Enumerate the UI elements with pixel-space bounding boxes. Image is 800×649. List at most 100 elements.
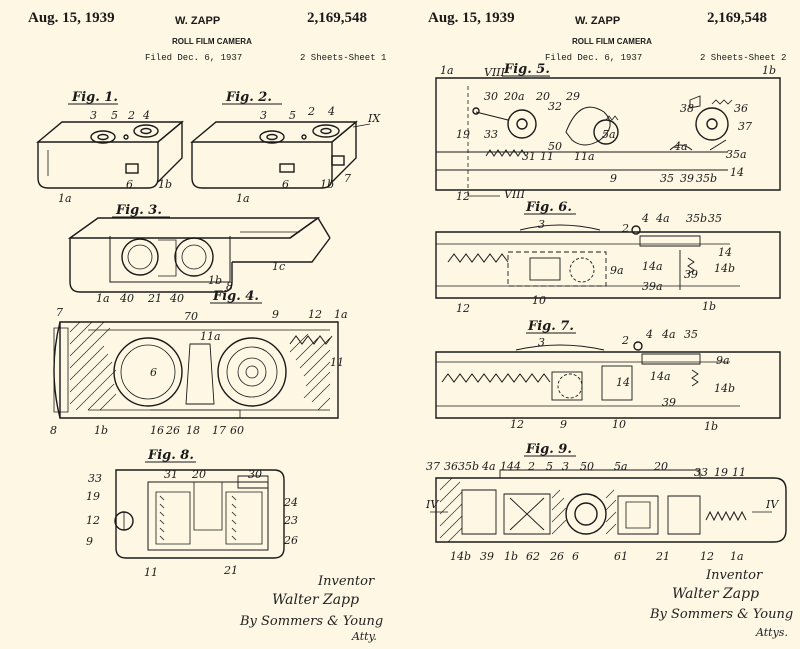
ref-label: 2	[307, 105, 315, 118]
inventor-signature: Walter Zapp	[272, 592, 360, 608]
ref-label: 33	[694, 466, 708, 479]
ref-label: 18	[186, 424, 200, 437]
ref-label: 39a	[642, 280, 663, 293]
ref-label: 11	[540, 150, 554, 163]
ref-label: 31	[522, 150, 536, 163]
ref-label: 9a	[716, 354, 730, 367]
ref-label: 19	[714, 466, 728, 479]
ref-label: 35	[684, 328, 698, 341]
patent-number: 2,169,548	[307, 10, 367, 26]
ref-label: 7	[344, 172, 351, 185]
ref-label: IV	[425, 498, 439, 511]
ref-label: 6	[126, 178, 133, 191]
fig-6-label: Fig. 6.	[525, 200, 572, 215]
ref-label: 9	[560, 418, 567, 431]
ref-label: 36	[734, 102, 748, 115]
ref-label: 6	[572, 550, 579, 563]
ref-label: 4a	[673, 140, 688, 153]
ref-label: 14a	[642, 260, 663, 273]
patent-sheet-1: Aug. 15, 1939 W. ZAPP 2,169,548 ROLL FIL…	[28, 10, 387, 643]
fig-7-label: Fig. 7.	[527, 319, 574, 334]
ref-label: 26	[165, 424, 180, 437]
ref-label: 1a	[236, 192, 250, 205]
ref-label: 39	[684, 268, 698, 281]
ref-label: 5	[546, 460, 553, 473]
ref-label: 50	[580, 460, 594, 473]
fig-3-label: Fig. 3.	[115, 203, 162, 218]
attorney-suffix: Atty.	[352, 630, 377, 643]
ref-label: 3	[538, 218, 545, 231]
ref-label: 3	[260, 109, 267, 122]
ref-label: 5a	[602, 128, 616, 141]
ref-label: 6	[282, 178, 289, 191]
patent-title: ROLL FILM CAMERA	[172, 37, 252, 46]
ref-label: 39	[680, 172, 694, 185]
ref-label: 35	[708, 212, 722, 225]
ref-label: 1a	[58, 192, 72, 205]
ref-label: 12	[456, 190, 470, 203]
ref-label: 1a	[334, 308, 348, 321]
patent-sheet-2: Aug. 15, 1939 W. ZAPP 2,169,548 ROLL FIL…	[400, 0, 800, 649]
ref-label: 9	[272, 308, 279, 321]
ref-label: 35b	[686, 212, 707, 225]
ref-label: 26	[283, 534, 298, 547]
ref-label: VIII	[504, 188, 526, 201]
ref-label: 17	[212, 424, 226, 437]
inventor-caption: Inventor	[706, 568, 763, 583]
ref-label: 3	[90, 109, 97, 122]
ref-label: 4	[142, 109, 150, 122]
ref-label: 10	[532, 294, 546, 307]
patent-title: ROLL FILM CAMERA	[572, 37, 652, 46]
ref-label: 1a	[730, 550, 744, 563]
ref-label: 20a	[503, 90, 525, 103]
fig-9-label: Fig. 9.	[525, 442, 572, 457]
ref-label: 35a	[726, 148, 747, 161]
ref-label: 35b	[696, 172, 717, 185]
sheet-label: 2 Sheets-Sheet 2	[700, 53, 787, 63]
ref-label: 4	[641, 212, 649, 225]
ref-label: 1a	[440, 64, 454, 77]
ref-label: 39	[662, 396, 676, 409]
ref-label: 40	[119, 292, 134, 305]
ref-label: 32	[548, 100, 562, 113]
ref-label: 4	[327, 105, 335, 118]
ref-label: 11	[330, 356, 344, 369]
ref-label: 14	[500, 460, 514, 473]
ref-label: 14	[718, 246, 732, 259]
fig-1-label: Fig. 1.	[71, 90, 118, 105]
ref-label: 24	[283, 496, 298, 509]
ref-label: VIII	[484, 66, 506, 79]
ref-label: 1c	[272, 260, 285, 273]
ref-label: 14a	[650, 370, 671, 383]
ref-label: 35	[660, 172, 674, 185]
fig-2-label: Fig. 2.	[225, 90, 272, 105]
ref-label: 33	[484, 128, 498, 141]
ref-label: 19	[86, 490, 100, 503]
ref-label: 4a	[481, 460, 496, 473]
ref-label: 23	[283, 514, 298, 527]
ref-label: 60	[230, 424, 244, 437]
ref-label: 30	[248, 468, 262, 481]
ref-label: 1b	[762, 64, 776, 77]
fig-1-drawing	[36, 120, 184, 189]
ref-label: 14b	[714, 262, 735, 275]
ref-label: 21	[147, 292, 162, 305]
ref-label: 8	[226, 280, 233, 293]
ref-label: 6	[150, 366, 157, 379]
ref-label: 2	[621, 334, 629, 347]
ref-label: 30	[484, 90, 498, 103]
ref-label: 9a	[610, 264, 624, 277]
fig-6-drawing	[435, 224, 781, 299]
ref-label: 20	[653, 460, 668, 473]
ref-label: 1b	[504, 550, 518, 563]
ref-label: 16	[150, 424, 164, 437]
sheet-label: 2 Sheets-Sheet 1	[300, 53, 387, 63]
fig-9-drawing	[430, 469, 787, 543]
ref-label: 12	[86, 514, 100, 527]
ref-label: 14	[730, 166, 744, 179]
fig-3-drawing	[67, 216, 331, 293]
attorney-signature: By Sommers & Young	[240, 614, 384, 629]
ref-label: 11	[144, 566, 158, 579]
ref-label: 37	[426, 460, 440, 473]
ref-label: 4	[645, 328, 653, 341]
